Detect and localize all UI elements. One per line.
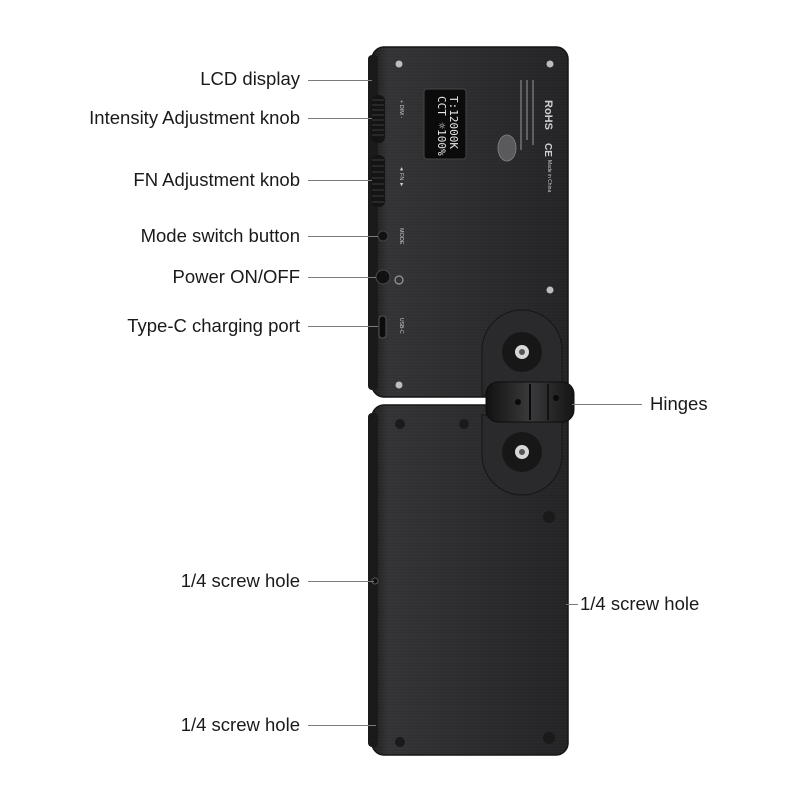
usbc-label: USB-C — [398, 318, 404, 334]
rohs-mark: RoHS — [542, 100, 554, 130]
callout-intensity-knob: Intensity Adjustment knob — [89, 107, 300, 128]
svg-text:◄ FN ►: ◄ FN ► — [398, 166, 404, 187]
ce-mark: CE — [542, 143, 553, 157]
rubber-foot-icon — [543, 732, 555, 744]
spec-print — [520, 80, 534, 150]
fn-label: ◄ FN ► — [398, 166, 404, 187]
mode-switch-button[interactable] — [377, 230, 389, 242]
screw-icon — [546, 60, 554, 68]
svg-text:Made in China: Made in China — [546, 160, 552, 192]
upper-panel — [368, 46, 569, 398]
power-icon — [394, 275, 404, 285]
rubber-foot-icon — [543, 511, 555, 523]
lcd-readout: CCT ☼100% T:12000K — [435, 96, 460, 156]
made-in-mark: Made in China — [546, 160, 552, 192]
callout-screw-hole-left-mid: 1/4 screw hole — [180, 570, 300, 591]
leader-line — [572, 404, 642, 405]
intensity-knob[interactable] — [371, 95, 385, 143]
leader-line — [566, 604, 578, 605]
leader-line — [308, 326, 378, 327]
callout-lcd-display: LCD display — [200, 68, 300, 89]
callout-typec-port: Type-C charging port — [127, 315, 300, 336]
leader-line — [308, 236, 378, 237]
leader-line — [308, 581, 374, 582]
callout-hinges: Hinges — [650, 393, 708, 414]
screw-icon — [395, 60, 403, 68]
leader-line — [308, 118, 372, 119]
callout-mode-button: Mode switch button — [140, 225, 300, 246]
rubber-foot-icon — [395, 419, 405, 429]
svg-text:MODE: MODE — [398, 228, 404, 245]
mode-label: MODE — [398, 228, 404, 245]
leader-line — [308, 277, 376, 278]
dim-label: + DIM - — [398, 100, 404, 118]
lcd-line-2: T:12000K — [447, 96, 460, 149]
leader-line — [308, 80, 372, 81]
callout-screw-hole-left-bottom: 1/4 screw hole — [180, 714, 300, 735]
typec-port[interactable] — [378, 315, 387, 339]
svg-text:+ DIM -: + DIM - — [398, 100, 404, 118]
svg-text:CE: CE — [542, 143, 553, 157]
callout-power: Power ON/OFF — [172, 266, 300, 287]
fn-knob[interactable] — [371, 155, 385, 207]
leader-line — [308, 725, 376, 726]
logo-icon — [497, 134, 517, 162]
rubber-foot-icon — [459, 419, 469, 429]
svg-text:USB-C: USB-C — [398, 318, 404, 334]
svg-text:RoHS: RoHS — [542, 100, 554, 130]
rubber-foot-icon — [395, 737, 405, 747]
callout-screw-hole-right: 1/4 screw hole — [580, 593, 700, 614]
lcd-screen — [423, 88, 467, 160]
lcd-line-1: CCT ☼100% — [435, 96, 448, 156]
hinge-assembly — [481, 309, 575, 496]
screw-icon — [546, 286, 554, 294]
screw-icon — [395, 381, 403, 389]
callout-fn-knob: FN Adjustment knob — [133, 169, 300, 190]
leader-line — [308, 180, 372, 181]
power-button[interactable] — [375, 269, 391, 285]
